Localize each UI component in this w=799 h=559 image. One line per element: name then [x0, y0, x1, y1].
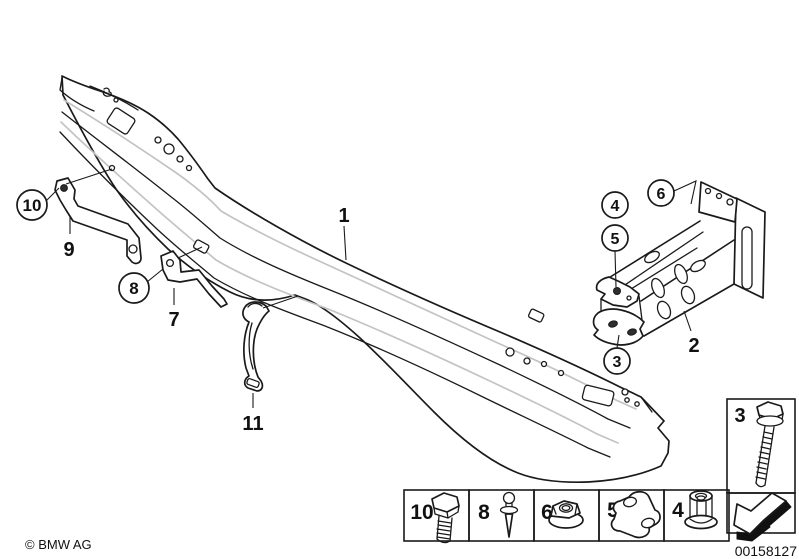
- callout-6[interactable]: 6: [647, 179, 675, 207]
- callout-1[interactable]: 1: [338, 205, 349, 227]
- diagram-number: 00158127: [735, 543, 798, 559]
- leader-lines: [45, 168, 697, 408]
- part-crash-box: [592, 181, 766, 346]
- rivet-nut-icon: [684, 490, 718, 530]
- direction-of-travel-arrow-icon: [733, 492, 792, 542]
- callout-9[interactable]: 9: [63, 239, 74, 261]
- callout-5[interactable]: 5: [601, 224, 629, 252]
- callout-3[interactable]: 3: [603, 347, 631, 375]
- part-bracket-9: [54, 177, 142, 265]
- svg-text:4: 4: [672, 499, 684, 522]
- callout-8[interactable]: 8: [118, 272, 150, 304]
- svg-text:7: 7: [168, 309, 179, 331]
- callout-11[interactable]: 11: [242, 413, 263, 435]
- svg-text:1: 1: [338, 205, 349, 227]
- part-bracket-7: [160, 250, 228, 308]
- blind-rivet-icon: [499, 491, 519, 538]
- legend-box-10[interactable]: 10: [403, 489, 470, 544]
- copyright-text: © BMW AG: [25, 537, 92, 552]
- side-panel-arrow-box: [726, 492, 796, 542]
- legend-box-5[interactable]: 5: [598, 489, 665, 542]
- svg-text:8: 8: [478, 501, 490, 524]
- hex-bolt-icon: [431, 492, 460, 544]
- svg-text:8: 8: [129, 279, 138, 298]
- callout-4[interactable]: 4: [601, 191, 629, 219]
- legend-box-6[interactable]: 6: [533, 489, 600, 542]
- callout-10[interactable]: 10: [16, 189, 48, 221]
- svg-text:2: 2: [688, 335, 699, 357]
- svg-text:9: 9: [63, 239, 74, 261]
- callout-7[interactable]: 7: [168, 309, 179, 331]
- part-bumper-carrier: [59, 75, 670, 484]
- svg-text:4: 4: [611, 198, 620, 215]
- svg-text:3: 3: [734, 405, 745, 427]
- legend-box-8[interactable]: 8: [468, 489, 535, 542]
- flange-bolt-icon: [755, 401, 784, 488]
- svg-text:11: 11: [242, 413, 263, 435]
- svg-text:10: 10: [410, 501, 433, 524]
- flange-nut-icon: [548, 500, 584, 529]
- side-panel-bolt-box[interactable]: 3: [726, 398, 796, 494]
- callout-2[interactable]: 2: [688, 335, 699, 357]
- shim-plate-icon: [610, 490, 661, 539]
- svg-text:3: 3: [613, 354, 622, 371]
- svg-text:6: 6: [657, 186, 666, 203]
- svg-text:10: 10: [23, 196, 42, 215]
- svg-text:5: 5: [611, 231, 620, 248]
- part-bracket-11: [242, 301, 270, 392]
- svg-text:6: 6: [541, 501, 553, 524]
- legend-box-4[interactable]: 4: [663, 489, 730, 542]
